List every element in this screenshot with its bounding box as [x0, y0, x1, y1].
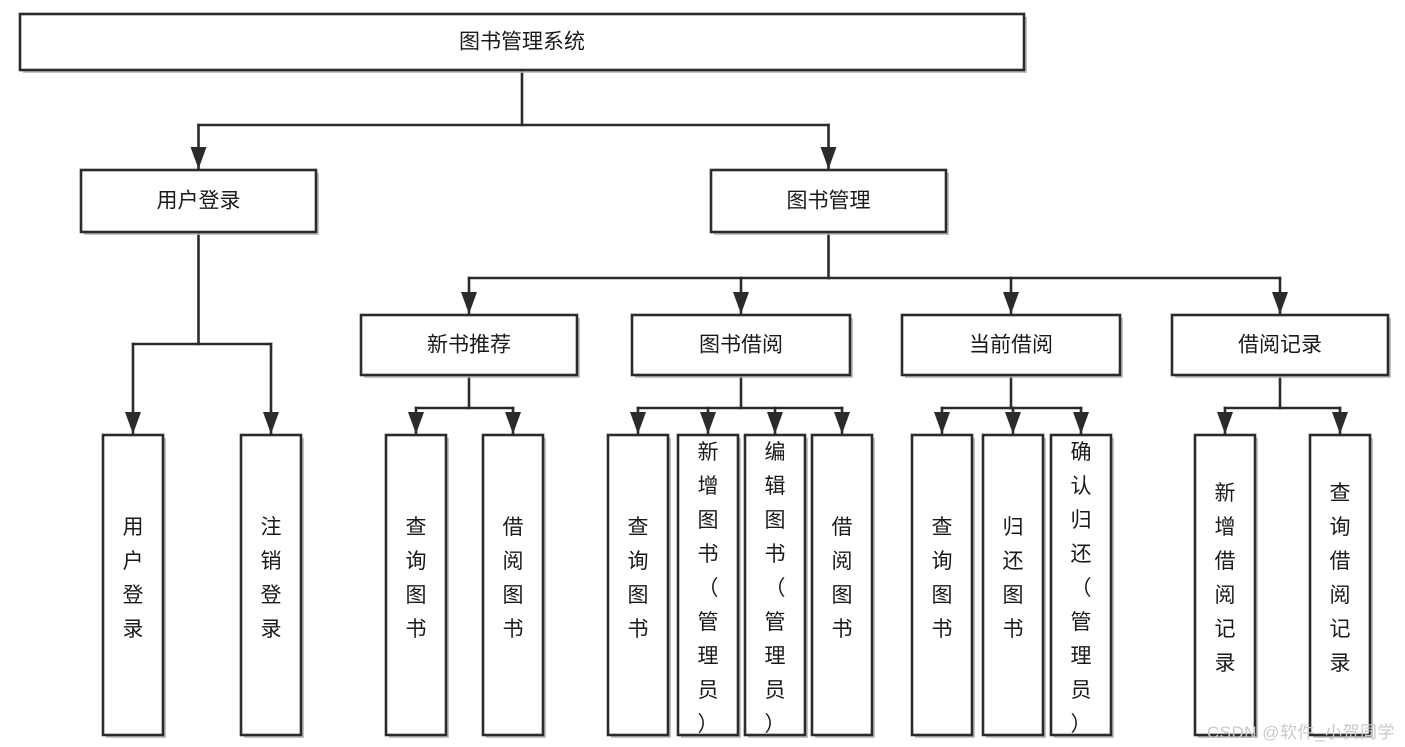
node-label: 借阅图书 [503, 516, 524, 641]
node-label: 编辑图书（管理员） [765, 441, 786, 736]
node-current-borrow[interactable]: 当前借阅 [900, 313, 1123, 378]
arrow-head-icon [408, 412, 424, 434]
arrow-head-icon [1272, 292, 1288, 314]
node-label: 借阅图书 [832, 516, 853, 641]
node-label: 归还图书 [1003, 516, 1024, 641]
arrow-head-icon [733, 292, 749, 314]
node-label: 查询图书 [406, 516, 427, 641]
node-label: 查询图书 [932, 516, 953, 641]
arrow-head-icon [1003, 292, 1019, 314]
arrow-head-icon [1005, 412, 1021, 434]
node-label: 用户登录 [123, 516, 144, 641]
node-rect[interactable] [810, 433, 874, 737]
arrow-head-icon [1332, 412, 1348, 434]
arrow-head-icon [190, 147, 207, 169]
node-label: 查询图书 [628, 516, 649, 641]
arrow-head-icon [700, 412, 716, 434]
node-label: 借阅记录 [1238, 334, 1322, 357]
node-layer: 图书管理系统用户登录用户登录注销登录图书管理新书推荐查询图书借阅图书图书借阅查询… [18, 12, 1391, 738]
node-label: 新增图书（管理员） [698, 441, 719, 736]
node-label: 注销登录 [261, 516, 282, 641]
node-label: 确认归还（管理员） [1071, 441, 1092, 736]
node-rect[interactable] [630, 313, 852, 377]
node-rect[interactable] [743, 433, 807, 737]
node-label: 图书管理 [787, 190, 871, 213]
node-borrow-add-book[interactable]: 新增图书（管理员） [676, 433, 741, 738]
node-rect[interactable] [709, 168, 948, 234]
node-rect[interactable] [101, 433, 165, 737]
node-label: 新书推荐 [427, 334, 511, 357]
node-borrow-edit-book[interactable]: 编辑图书（管理员） [743, 433, 808, 738]
node-label: 当前借阅 [969, 334, 1053, 357]
node-rect[interactable] [1308, 433, 1372, 737]
node-rect[interactable] [481, 433, 545, 737]
arrow-head-icon [934, 412, 950, 434]
arrow-head-icon [505, 412, 521, 434]
node-borrow-query-book[interactable]: 查询图书 [606, 433, 671, 738]
node-label: 查询借阅记录 [1330, 482, 1351, 675]
node-current-query-book[interactable]: 查询图书 [910, 433, 975, 738]
arrow-head-icon [630, 412, 646, 434]
connector-layer [125, 68, 1348, 436]
node-user-login[interactable]: 用户登录 [79, 168, 319, 235]
arrow-head-icon [767, 412, 783, 434]
node-rect[interactable] [606, 433, 670, 737]
node-borrow-record[interactable]: 借阅记录 [1170, 313, 1391, 378]
node-rect[interactable] [1193, 433, 1257, 737]
node-root[interactable]: 图书管理系统 [18, 12, 1027, 73]
node-recommend-query-book[interactable]: 查询图书 [384, 433, 449, 738]
node-rect[interactable] [384, 433, 448, 737]
node-rect[interactable] [900, 313, 1122, 377]
node-label: 用户登录 [157, 190, 241, 213]
node-book-management[interactable]: 图书管理 [709, 168, 949, 235]
node-rect[interactable] [79, 168, 318, 234]
arrow-head-icon [1073, 412, 1089, 434]
node-rect[interactable] [1049, 433, 1113, 737]
node-rect[interactable] [18, 12, 1026, 72]
node-rect[interactable] [239, 433, 303, 737]
node-recommend-borrow-book[interactable]: 借阅图书 [481, 433, 546, 738]
arrow-head-icon [461, 292, 477, 314]
arrow-head-icon [263, 412, 279, 434]
node-rect[interactable] [910, 433, 974, 737]
arrow-head-icon [834, 412, 850, 434]
node-current-return-book[interactable]: 归还图书 [981, 433, 1046, 738]
node-rect[interactable] [359, 313, 579, 377]
node-rect[interactable] [1170, 313, 1390, 377]
node-leaf-user-logout[interactable]: 注销登录 [239, 433, 304, 738]
arrow-head-icon [820, 147, 837, 169]
node-leaf-user-login[interactable]: 用户登录 [101, 433, 166, 738]
node-record-query[interactable]: 查询借阅记录 [1308, 433, 1373, 738]
node-record-add[interactable]: 新增借阅记录 [1193, 433, 1258, 738]
arrow-head-icon [125, 412, 141, 434]
node-new-book-recommend[interactable]: 新书推荐 [359, 313, 580, 378]
node-borrow-borrow-book[interactable]: 借阅图书 [810, 433, 875, 738]
node-label: 图书借阅 [699, 334, 783, 357]
node-rect[interactable] [676, 433, 740, 737]
node-current-confirm-return[interactable]: 确认归还（管理员） [1049, 433, 1114, 738]
node-label: 新增借阅记录 [1215, 482, 1236, 675]
node-book-borrow[interactable]: 图书借阅 [630, 313, 853, 378]
node-label: 图书管理系统 [459, 31, 585, 54]
arrow-head-icon [1217, 412, 1233, 434]
node-rect[interactable] [981, 433, 1045, 737]
